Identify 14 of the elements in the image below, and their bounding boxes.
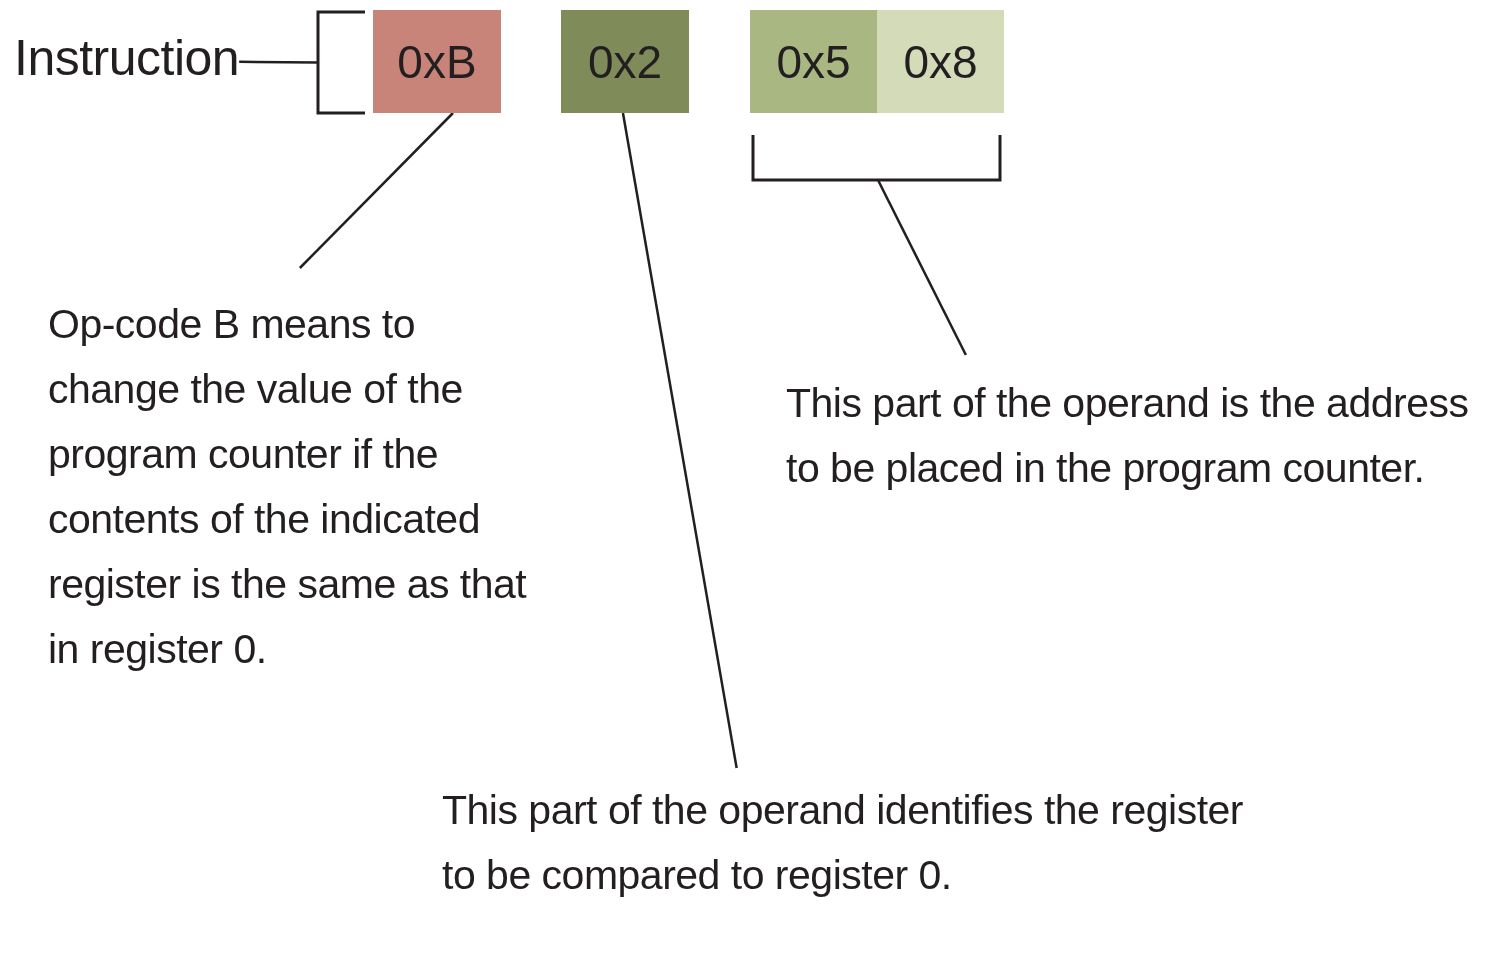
register-cell: 0x2 bbox=[561, 10, 689, 113]
callout-text: Op-code B means to change the value of the program counter if the contents of the indicated register is the same as that in register 0. bbox=[48, 300, 528, 674]
address-cell: 0x8 bbox=[877, 10, 1004, 113]
bracket bbox=[751, 135, 1002, 182]
address-cell: 0x5 bbox=[750, 10, 877, 113]
leader-line bbox=[298, 112, 454, 269]
leader-line bbox=[621, 112, 738, 769]
callout-text: This part of the operand identifies the register to be compared to register 0. bbox=[442, 786, 1245, 900]
leader-line bbox=[239, 60, 318, 64]
bracket bbox=[316, 10, 365, 115]
callout-text: This part of the operand is the address to be placed in the program counter. bbox=[786, 379, 1470, 493]
opcode-cell: 0xB bbox=[373, 10, 501, 113]
instruction-label: Instruction bbox=[14, 29, 240, 88]
leader-line bbox=[876, 179, 967, 356]
